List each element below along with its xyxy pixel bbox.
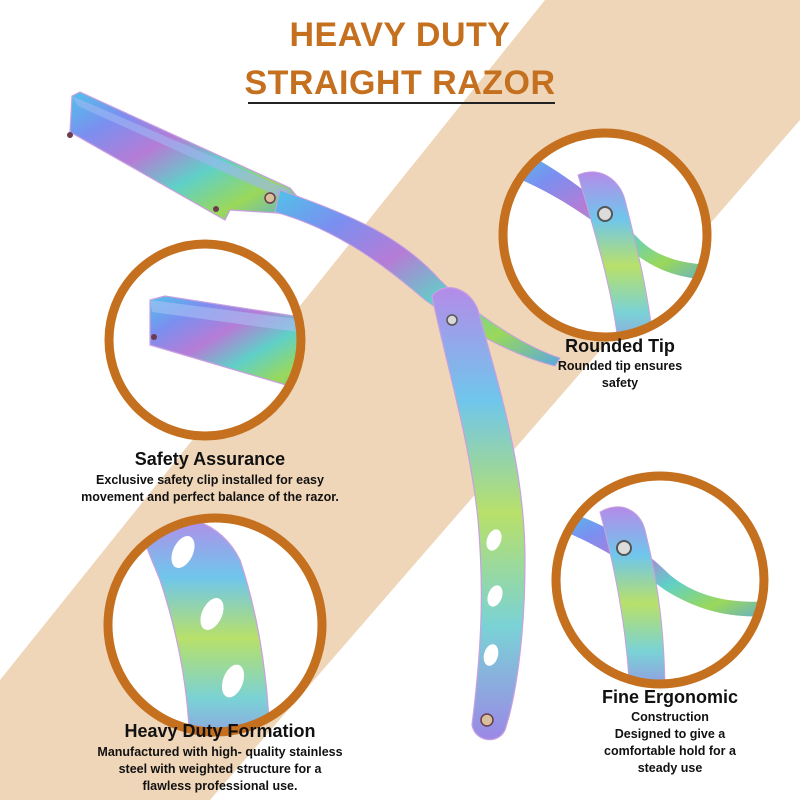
safety-description: Exclusive safety clip installed for easy… (40, 472, 380, 506)
formation-line-3: flawless professional use. (142, 779, 298, 793)
title-underline (248, 102, 555, 104)
formation-description: Manufactured with high- quality stainles… (40, 744, 400, 795)
straight-razor-image (67, 91, 561, 741)
zoom-circle-ergonomic (551, 471, 769, 689)
zoom-circle-formation (103, 513, 327, 737)
safety-heading: Safety Assurance (134, 449, 286, 469)
formation-line-1: Manufactured with high- quality stainles… (97, 745, 343, 759)
page-title-line2: STRAIGHT RAZOR (244, 64, 556, 102)
rounded-tip-description: Rounded tip ensures safety (520, 358, 720, 392)
formation-line-2: steel with weighted structure for a (118, 762, 322, 776)
rounded-tip-line-2: safety (601, 376, 639, 390)
formation-heading: Heavy Duty Formation (124, 721, 316, 741)
zoom-circle-safety (104, 239, 306, 441)
ergonomic-line-4: steady use (637, 761, 703, 775)
ergonomic-line-2: Designed to give a (614, 727, 726, 741)
ergonomic-heading: Fine Ergonomic (601, 687, 738, 707)
safety-line-1: Exclusive safety clip installed for easy (96, 473, 324, 487)
rounded-tip-line-1: Rounded tip ensures (557, 359, 683, 373)
safety-line-2: movement and perfect balance of the razo… (81, 490, 339, 504)
ergonomic-line-3: comfortable hold for a (604, 744, 736, 758)
zoom-circle-rounded-tip (498, 128, 712, 342)
ergonomic-line-1: Construction (631, 710, 709, 724)
ergonomic-description: Construction Designed to give a comforta… (560, 709, 780, 777)
rounded-tip-heading: Rounded Tip (565, 336, 675, 356)
page-title-line1: HEAVY DUTY (289, 16, 511, 54)
